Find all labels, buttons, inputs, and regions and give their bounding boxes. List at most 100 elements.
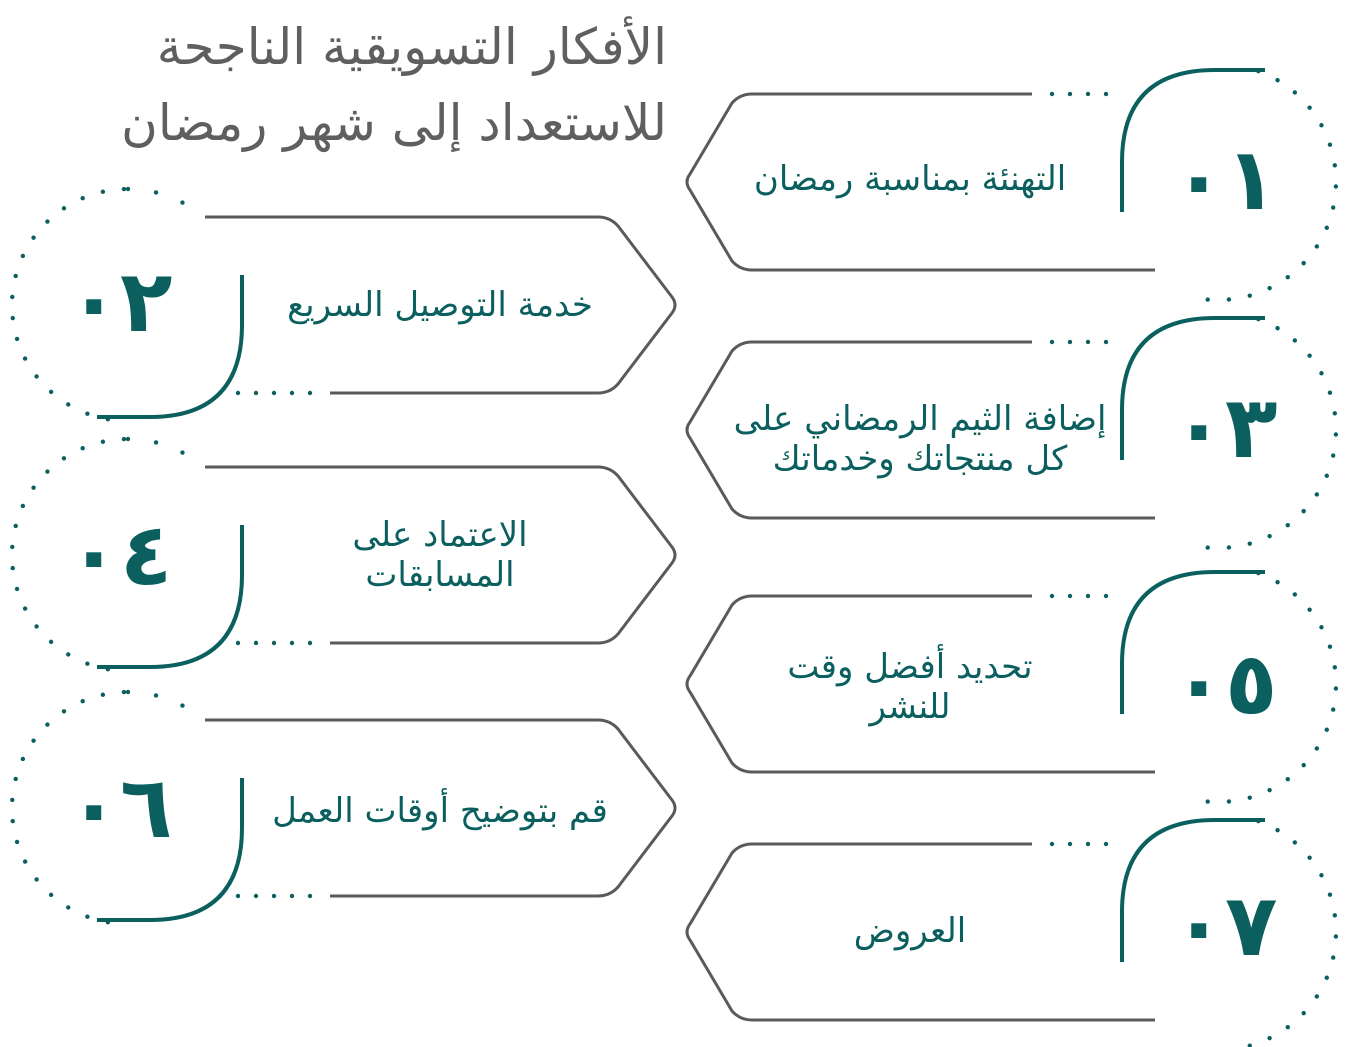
item-7-dot-ring (1247, 1043, 1252, 1047)
item-4-dot-ring (235, 640, 241, 646)
item-2-dot-ring (80, 196, 85, 201)
item-3-dot-ring (1307, 353, 1312, 358)
item-2-dot-ring (307, 390, 313, 396)
item-2-dot-ring (31, 235, 36, 240)
item-3-dot-ring (1049, 339, 1055, 345)
item-3-dot-ring (1324, 473, 1329, 478)
item-7-dot-ring (1067, 841, 1073, 847)
item-4-arrow-outline (205, 465, 677, 645)
item-4-dot-ring (217, 640, 223, 646)
item-2-dot-ring (45, 219, 50, 224)
item-2-dot-ring (20, 253, 26, 259)
item-3-dot-ring (1103, 339, 1109, 345)
item-4-dot-ring (121, 436, 127, 442)
item-6-dot-ring (14, 839, 20, 845)
item-6-dot-ring (271, 893, 277, 899)
item-4-dot-ring (271, 640, 277, 646)
item-4-number: ٠٤ (67, 505, 173, 605)
item-5-dot-ring (1247, 795, 1252, 800)
item-4-dot-ring (253, 640, 259, 646)
item-4-dot-ring (31, 485, 36, 490)
item-7-dot-ring (1332, 913, 1338, 918)
item-1-dot-ring (1049, 91, 1055, 97)
item-2-dot-ring (235, 390, 241, 396)
item-1-dot-ring (1256, 68, 1261, 74)
item-4-dot-ring (10, 565, 15, 571)
item-7-dot-ring (1333, 934, 1339, 939)
item-7-dot-ring (1301, 1010, 1306, 1016)
item-2-dot-ring (61, 206, 67, 211)
item-2-dot-ring (22, 356, 28, 361)
item-5-dot-ring (1267, 787, 1272, 793)
item-6-dot-ring (20, 756, 26, 762)
item-4-dot-ring (66, 652, 71, 657)
item-2-dot-ring (125, 186, 131, 192)
item-3-dot-ring (1333, 432, 1339, 437)
item-7-badge-arc (1120, 818, 1265, 962)
item-4-dot-ring (307, 640, 313, 646)
item-6-text: قم بتوضيح أوقات العمل (272, 790, 608, 831)
item-1-dot-ring (1332, 163, 1338, 168)
item-3-dot-ring (1331, 453, 1336, 458)
item-2-dot-ring (34, 374, 39, 379)
item-2-number: ٠٢ (67, 252, 173, 352)
item-5-dot-ring (1049, 593, 1055, 599)
item-5-dot-ring (1332, 665, 1338, 670)
item-6-dot-ring (61, 709, 67, 714)
item-4-text: الاعتماد على المسابقات (352, 514, 528, 595)
item-4-dot-ring (289, 640, 295, 646)
item-3-dot-ring (1067, 339, 1073, 345)
item-7-dot-ring (1049, 841, 1055, 847)
item-2-dot-ring (271, 390, 277, 396)
item-3-arrow-outline (685, 340, 1155, 520)
item-7-dot-ring (1103, 841, 1109, 847)
item-5-dot-ring (1319, 625, 1324, 630)
item-5-dot-ring (1085, 593, 1091, 599)
item-7-text: العروض (853, 910, 967, 951)
item-7-number: ٠٧ (1172, 876, 1278, 976)
item-4-dot-ring (14, 586, 20, 592)
item-6-dot-ring (31, 738, 36, 743)
item-1-dot-ring (1103, 91, 1109, 97)
item-4-dot-ring (22, 606, 28, 611)
item-2-dot-ring (121, 186, 127, 192)
item-6-dot-ring (180, 703, 185, 708)
item-4-dot-ring (100, 439, 106, 444)
item-6-dot-ring (34, 877, 39, 882)
item-6-arrow-outline (205, 718, 677, 898)
item-6-dot-ring (45, 722, 50, 727)
title-line-2: للاستعداد إلى شهر رمضان (121, 94, 667, 152)
item-4-dot-ring (13, 523, 18, 529)
item-1-dot-ring (1285, 274, 1290, 280)
item-6-dot-ring (13, 776, 18, 782)
item-5-dot-ring (1285, 776, 1290, 782)
item-5-dot-ring (1307, 607, 1312, 612)
item-1-dot-ring (1314, 244, 1320, 249)
item-1-dot-ring (1085, 91, 1091, 97)
item-4-dot-ring (10, 544, 15, 550)
item-1-dot-ring (1067, 91, 1073, 97)
item-6-dot-ring (85, 914, 90, 919)
item-7-dot-ring (1256, 818, 1261, 824)
item-3-dot-ring (1085, 339, 1091, 345)
item-3-number: ٠٣ (1172, 378, 1278, 478)
item-3-dot-ring (1205, 545, 1210, 550)
item-3-dot-ring (1319, 371, 1324, 376)
item-3-dot-ring (1285, 522, 1290, 528)
item-7-dot-ring (1331, 955, 1336, 960)
item-5-dot-ring (1301, 762, 1306, 768)
item-1-dot-ring (1331, 205, 1336, 210)
item-6-dot-ring (253, 893, 259, 899)
item-2-dot-ring (100, 189, 106, 194)
item-1-dot-ring (1307, 105, 1312, 110)
item-5-dot-ring (1292, 592, 1298, 597)
item-1-dot-ring (1292, 90, 1298, 95)
item-7-dot-ring (1327, 892, 1333, 897)
title-line-1: الأفكار التسويقية الناجحة (156, 18, 667, 76)
item-7-dot-ring (1314, 994, 1320, 999)
item-4-dot-ring (125, 436, 131, 442)
item-4-dot-ring (48, 639, 54, 645)
item-5-badge-arc (1120, 570, 1265, 714)
item-5-dot-ring (1067, 593, 1073, 599)
